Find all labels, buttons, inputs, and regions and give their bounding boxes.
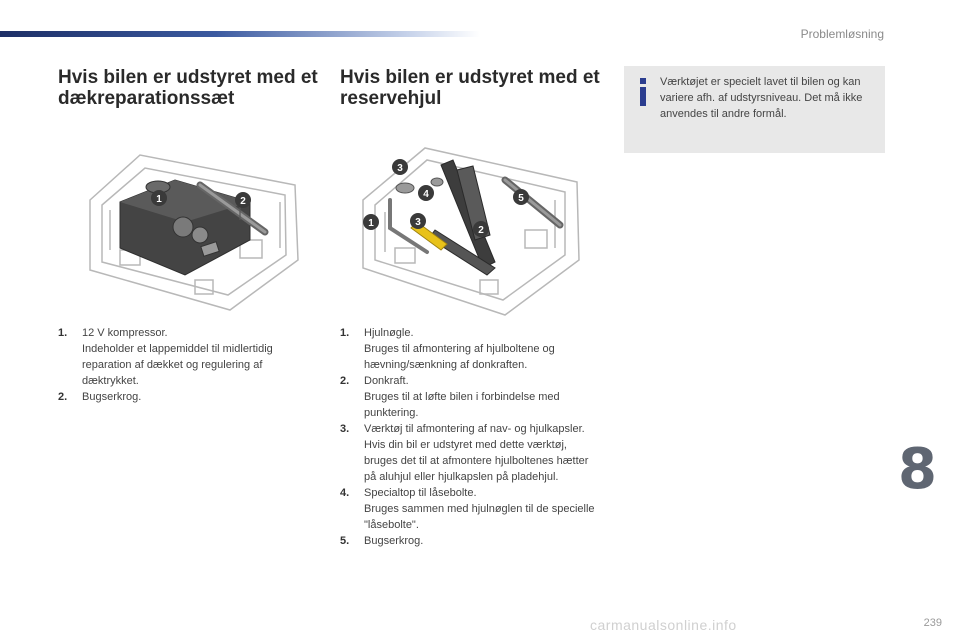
item-description: Bruges til afmontering af hjulboltene og… <box>364 343 555 371</box>
callout-label: 4 <box>423 189 429 200</box>
item-title: Bugserkrog. <box>82 391 142 403</box>
callout-label: 2 <box>478 225 484 236</box>
item-title: Specialtop til låsebolte. <box>364 487 477 499</box>
item-title: Værktøj til afmontering af nav- og hjulk… <box>364 423 585 435</box>
list-item: 4. Specialtop til låsebolte. Bruges samm… <box>340 485 600 533</box>
callout-2-spare: 2 <box>473 221 489 237</box>
callout-label: 5 <box>518 193 524 204</box>
info-box: Værktøjet er specielt lavet til bilen og… <box>624 66 885 153</box>
item-number: 1. <box>340 327 350 339</box>
list-item: 1. 12 V kompressor. Indeholder et lappem… <box>58 325 318 389</box>
item-title: Donkraft. <box>364 375 409 387</box>
callout-3-lower: 3 <box>410 213 426 229</box>
spare-wheel-tools-illustration: 3 4 1 3 2 5 <box>362 147 580 316</box>
watermark: carmanualsonline.info <box>590 617 737 633</box>
page-number: 239 <box>923 617 942 629</box>
item-title: Bugserkrog. <box>364 535 424 547</box>
callout-label: 1 <box>368 218 374 229</box>
callout-1-spare: 1 <box>363 214 379 230</box>
callout-4: 4 <box>418 185 434 201</box>
item-title: 12 V kompressor. <box>82 327 168 339</box>
item-description: Hvis din bil er udstyret med dette værkt… <box>364 439 589 483</box>
repair-kit-list: 1. 12 V kompressor. Indeholder et lappem… <box>58 325 318 405</box>
header-gradient-bar <box>0 31 480 37</box>
item-number: 2. <box>58 391 68 403</box>
callout-label: 3 <box>415 217 421 228</box>
repair-kit-illustration: 1 2 <box>89 154 299 311</box>
chapter-number: 8 <box>898 437 937 502</box>
list-item: 1. Hjulnøgle. Bruges til afmontering af … <box>340 325 600 373</box>
spare-wheel-list: 1. Hjulnøgle. Bruges til afmontering af … <box>340 325 600 549</box>
callout-2-repair: 2 <box>235 192 251 208</box>
callout-label: 3 <box>397 163 403 174</box>
item-description: Bruges sammen med hjulnøglen til de spec… <box>364 503 595 531</box>
section-label: Problemløsning <box>800 27 884 41</box>
heading-spare-wheel: Hvis bilen er udstyret med et reservehju… <box>340 67 600 109</box>
list-item: 3. Værktøj til afmontering af nav- og hj… <box>340 421 600 485</box>
list-item: 5. Bugserkrog. <box>340 533 600 549</box>
callout-label: 2 <box>240 196 246 207</box>
item-number: 5. <box>340 535 350 547</box>
info-icon <box>638 76 648 106</box>
callout-1-repair: 1 <box>151 190 167 206</box>
item-title: Hjulnøgle. <box>364 327 414 339</box>
callout-5: 5 <box>513 189 529 205</box>
callout-label: 1 <box>156 194 162 205</box>
item-number: 4. <box>340 487 350 499</box>
heading-repair-kit: Hvis bilen er udstyret med et dækreparat… <box>58 67 318 109</box>
item-description: Indeholder et lappemiddel til midlertidi… <box>82 343 273 387</box>
callout-3-upper: 3 <box>392 159 408 175</box>
item-number: 1. <box>58 327 68 339</box>
list-item: 2. Donkraft. Bruges til at løfte bilen i… <box>340 373 600 421</box>
info-text: Værktøjet er specielt lavet til bilen og… <box>660 76 863 120</box>
item-number: 3. <box>340 423 350 435</box>
item-description: Bruges til at løfte bilen i forbindelse … <box>364 391 560 419</box>
item-number: 2. <box>340 375 350 387</box>
list-item: 2. Bugserkrog. <box>58 389 318 405</box>
